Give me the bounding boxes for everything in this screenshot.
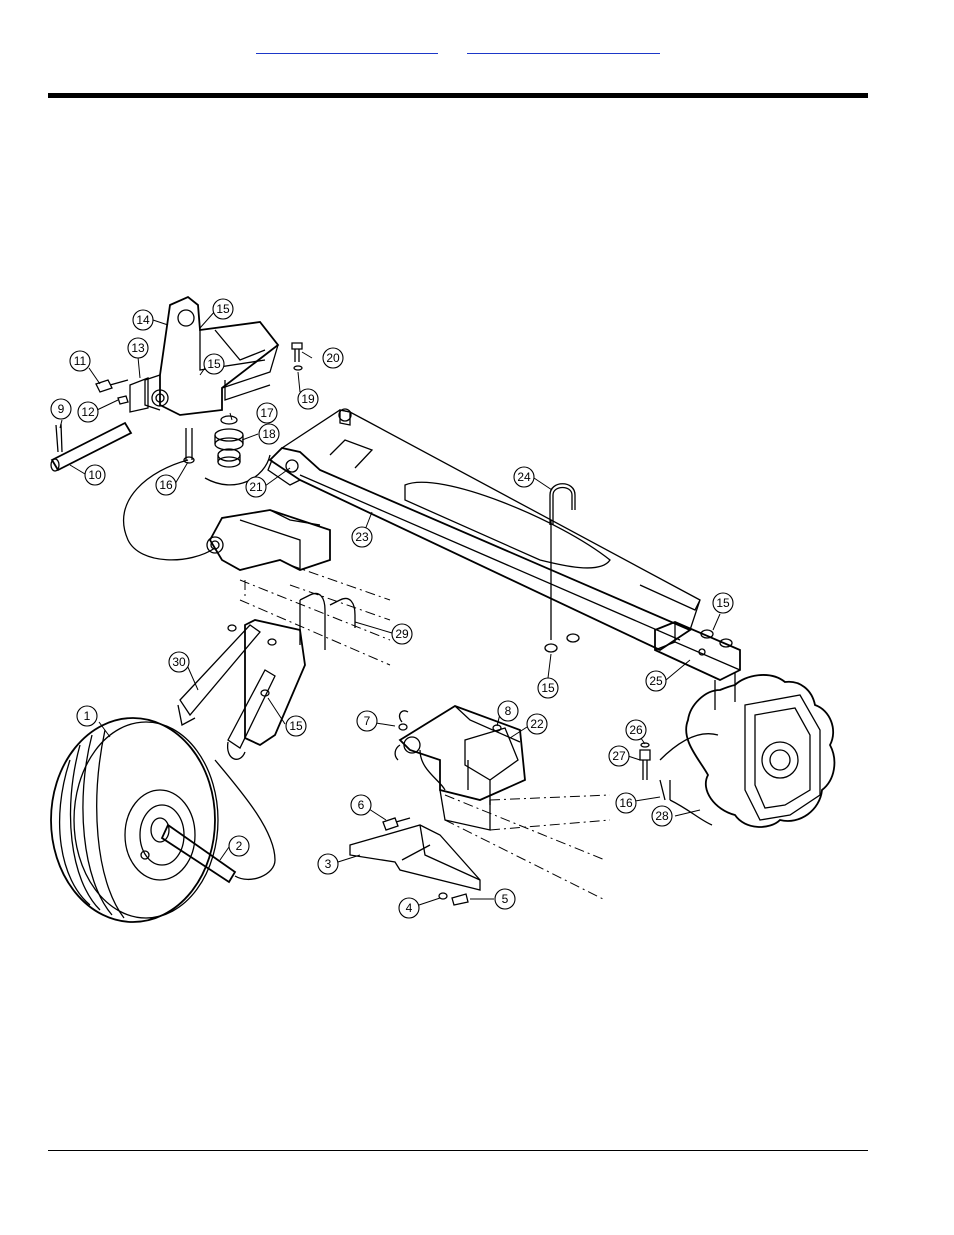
header-link-1[interactable] bbox=[256, 40, 438, 54]
callout-label: 11 bbox=[74, 354, 87, 368]
callout-label: 7 bbox=[364, 714, 371, 728]
pin-drawing bbox=[50, 421, 133, 472]
callout-label: 20 bbox=[326, 351, 340, 365]
callout-15: 15 bbox=[712, 592, 734, 614]
callout-11: 11 bbox=[69, 350, 91, 372]
spacer-bolts-drawing bbox=[183, 415, 244, 468]
callout-20: 20 bbox=[322, 347, 344, 369]
callout-label: 27 bbox=[612, 749, 626, 763]
callout-4: 4 bbox=[398, 897, 420, 919]
callout-15: 15 bbox=[203, 353, 225, 375]
callout-29: 29 bbox=[391, 623, 413, 645]
scraper-mount-drawing bbox=[349, 705, 611, 906]
callout-9: 9 bbox=[50, 398, 72, 420]
callout-label: 6 bbox=[358, 798, 365, 812]
callout-3: 3 bbox=[317, 853, 339, 875]
callout-label: 15 bbox=[207, 357, 221, 371]
callout-label: 25 bbox=[649, 674, 663, 688]
callout-22: 22 bbox=[526, 713, 548, 735]
callout-label: 9 bbox=[58, 402, 65, 416]
callout-23: 23 bbox=[351, 526, 373, 548]
callout-10: 10 bbox=[84, 464, 106, 486]
callout-label: 21 bbox=[249, 480, 263, 494]
callout-label: 8 bbox=[505, 704, 512, 718]
callout-25: 25 bbox=[645, 670, 667, 692]
callout-15: 15 bbox=[537, 677, 559, 699]
callout-21: 21 bbox=[245, 476, 267, 498]
callout-label: 12 bbox=[81, 405, 95, 419]
callout-label: 2 bbox=[236, 839, 243, 853]
callout-label: 15 bbox=[289, 719, 303, 733]
callout-label: 18 bbox=[262, 427, 276, 441]
callout-label: 17 bbox=[260, 406, 274, 420]
callout-label: 23 bbox=[355, 530, 369, 544]
callout-28: 28 bbox=[651, 805, 673, 827]
u-bolt-24-drawing bbox=[544, 483, 580, 653]
callout-label: 22 bbox=[530, 717, 544, 731]
callout-label: 15 bbox=[716, 596, 730, 610]
callout-label: 15 bbox=[541, 681, 555, 695]
callout-label: 16 bbox=[619, 796, 633, 810]
callout-24: 24 bbox=[513, 466, 535, 488]
callout-13: 13 bbox=[127, 337, 149, 359]
callout-30: 30 bbox=[168, 651, 190, 673]
callout-12: 12 bbox=[77, 401, 99, 423]
callout-2: 2 bbox=[228, 835, 250, 857]
callout-label: 29 bbox=[395, 627, 409, 641]
small-bolts-drawing bbox=[95, 379, 129, 405]
wheel-arm-drawing bbox=[177, 509, 391, 760]
callout-8: 8 bbox=[497, 700, 519, 722]
header-link-2[interactable] bbox=[467, 40, 660, 54]
wheel-drawing bbox=[50, 717, 276, 923]
callout-14: 14 bbox=[132, 309, 154, 331]
callout-label: 5 bbox=[502, 892, 509, 906]
hub-assembly-drawing bbox=[639, 674, 836, 828]
callout-16: 16 bbox=[155, 474, 177, 496]
leader-lines bbox=[59, 309, 721, 906]
callout-label: 30 bbox=[172, 655, 186, 669]
callout-label: 1 bbox=[84, 709, 91, 723]
callout-7: 7 bbox=[356, 710, 378, 732]
footer-rule bbox=[48, 1150, 868, 1151]
extension-tube-drawing bbox=[654, 621, 741, 710]
callout-19: 19 bbox=[297, 388, 319, 410]
callout-15: 15 bbox=[212, 298, 234, 320]
mount-bracket-drawing bbox=[129, 295, 280, 416]
callout-18: 18 bbox=[258, 423, 280, 445]
main-frame-drawing bbox=[267, 408, 701, 652]
callout-label: 16 bbox=[159, 478, 173, 492]
callout-label: 14 bbox=[136, 313, 150, 327]
callout-label: 26 bbox=[629, 723, 643, 737]
callout-27: 27 bbox=[608, 745, 630, 767]
header-links bbox=[0, 40, 954, 56]
callout-6: 6 bbox=[350, 794, 372, 816]
callout-1: 1 bbox=[76, 705, 98, 727]
callout-15: 15 bbox=[285, 715, 307, 737]
callout-label: 3 bbox=[325, 857, 332, 871]
bolt-20-drawing bbox=[291, 342, 303, 371]
callout-label: 24 bbox=[517, 470, 531, 484]
callout-label: 10 bbox=[88, 468, 102, 482]
callout-26: 26 bbox=[625, 719, 647, 741]
header-rule bbox=[48, 93, 868, 98]
callout-label: 15 bbox=[216, 302, 230, 316]
callout-5: 5 bbox=[494, 888, 516, 910]
callout-label: 28 bbox=[655, 809, 669, 823]
callout-17: 17 bbox=[256, 402, 278, 424]
callout-label: 13 bbox=[131, 341, 145, 355]
callout-16: 16 bbox=[615, 792, 637, 814]
callout-label: 19 bbox=[301, 392, 315, 406]
callout-label: 4 bbox=[406, 901, 413, 915]
